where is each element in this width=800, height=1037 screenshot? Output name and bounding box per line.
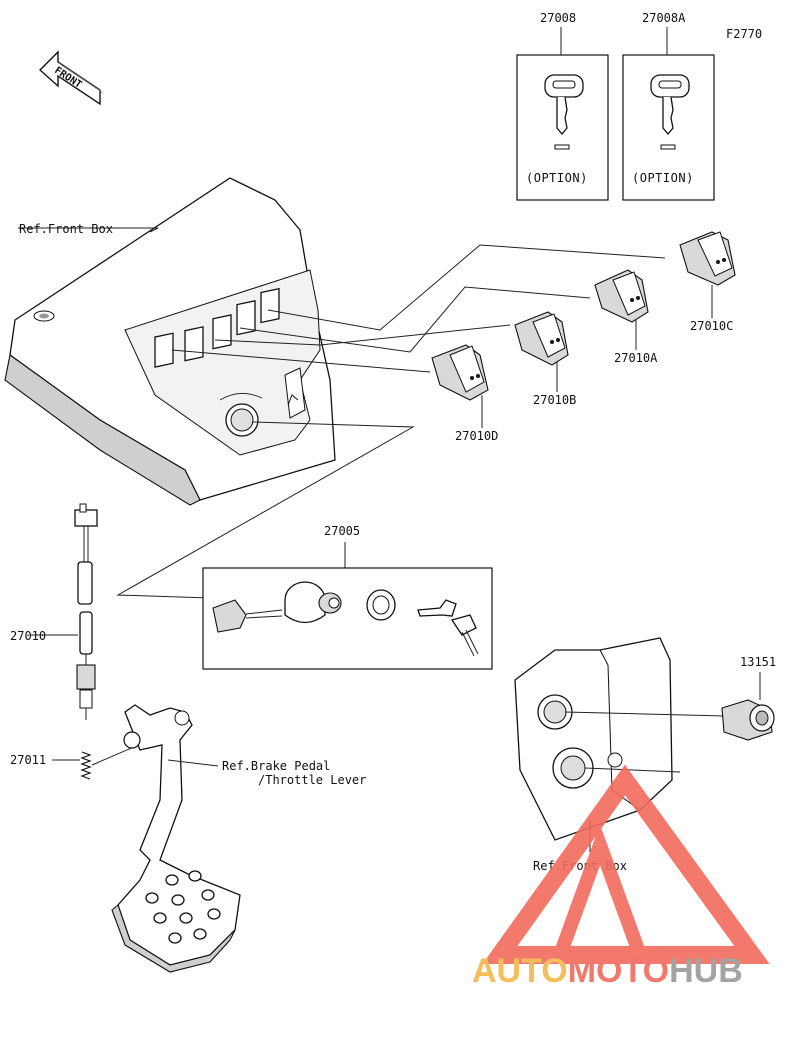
ref-brake-line2: /Throttle Lever xyxy=(258,773,366,787)
part-label-27008A: 27008A xyxy=(642,11,686,25)
part-label-27010A: 27010A xyxy=(614,351,658,365)
ref-brake-line1: Ref.Brake Pedal xyxy=(222,759,330,773)
leader-lines xyxy=(18,227,713,601)
rocker-switch-27010B: 27010B xyxy=(514,311,576,407)
front-arrow-icon: FRONT xyxy=(38,50,104,106)
svg-text:AUTOMOTOHUB: AUTOMOTOHUB xyxy=(472,952,743,990)
part-label-27005: 27005 xyxy=(324,524,360,538)
front-box-socket-panel: Ref.Front Box xyxy=(514,637,726,873)
figure-code: F2770 xyxy=(726,27,762,41)
part-label-27010B: 27010B xyxy=(533,393,576,407)
part-label-13151: 13151 xyxy=(740,655,776,669)
front-panel xyxy=(4,177,336,506)
brake-pedal: Ref.Brake Pedal /Throttle Lever xyxy=(111,704,366,973)
pedal-studs xyxy=(145,870,221,944)
watermark-hub: HUB xyxy=(669,952,743,990)
ignition-switch-kit-27005: 27005 xyxy=(202,524,493,670)
rocker-switch-27010D: 27010D xyxy=(431,344,498,443)
option-key-27008: 27008 (OPTION) xyxy=(516,11,609,201)
watermark-auto: AUTO xyxy=(472,952,568,990)
part-label-27011: 27011 xyxy=(10,753,46,767)
power-socket-13151: 13151 xyxy=(721,655,776,741)
rocker-switch-27010A: 27010A xyxy=(594,269,658,365)
part-label-27008: 27008 xyxy=(540,11,576,25)
option-text-1: (OPTION) xyxy=(526,171,588,185)
part-label-27010D: 27010D xyxy=(455,429,498,443)
option-key-27008A: 27008A (OPTION) xyxy=(622,11,715,201)
ref-front-box-top: Ref.Front Box xyxy=(19,222,113,236)
automotohub-watermark: AUTOMOTOHUB xyxy=(472,764,770,990)
watermark-moto: MOTO xyxy=(568,952,669,990)
part-label-27010: 27010 xyxy=(10,629,46,643)
watermark-triangle-icon xyxy=(482,764,770,964)
rocker-switch-27010C: 27010C xyxy=(679,231,736,333)
part-label-27010C: 27010C xyxy=(690,319,733,333)
option-text-2: (OPTION) xyxy=(632,171,694,185)
brake-switch-27010: 27010 xyxy=(10,503,98,720)
